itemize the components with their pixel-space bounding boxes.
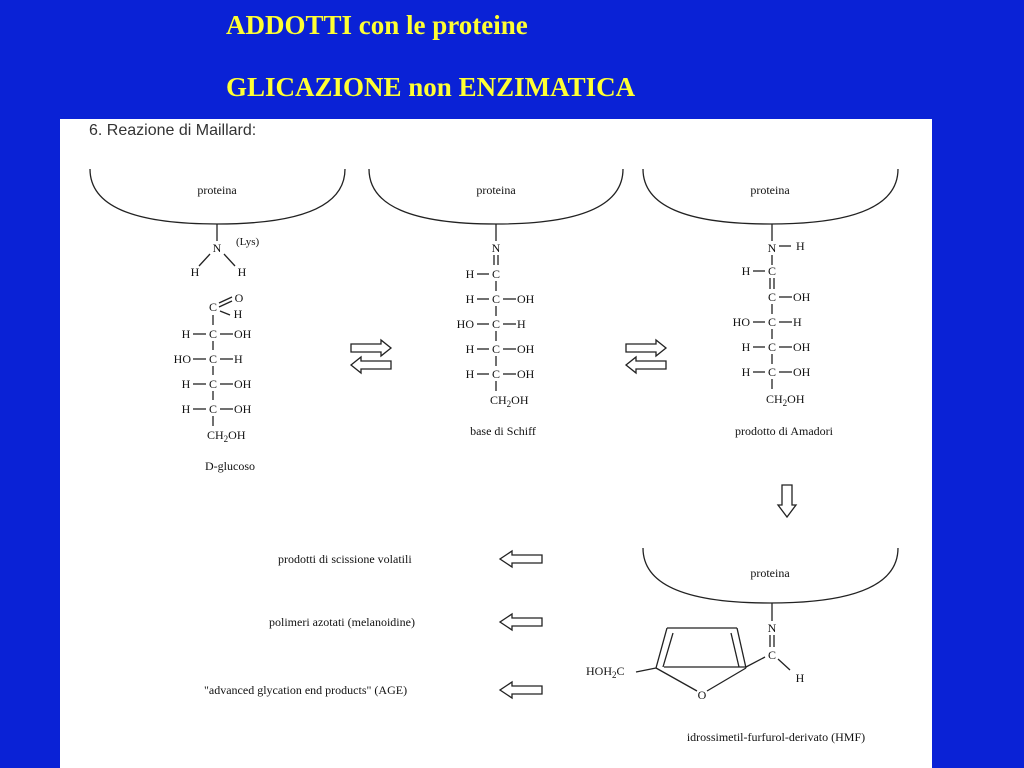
schiff-row4-right: OH: [517, 367, 535, 381]
svg-text:N: N: [492, 241, 501, 255]
glucose-row3-left: H: [182, 377, 191, 391]
svg-text:C: C: [768, 340, 776, 354]
svg-text:CH2OH: CH2OH: [766, 392, 805, 408]
product-item-2: polimeri azotati (melanoidine): [269, 615, 415, 629]
hmf-structure: N C H O HOH2C idrossimetil-furfurol-deri…: [586, 603, 865, 744]
svg-text:H: H: [796, 671, 805, 685]
protein-label-2: proteina: [476, 183, 516, 197]
equilibrium-arrows-2: [624, 338, 668, 375]
svg-text:N: N: [768, 621, 777, 635]
svg-text:H: H: [742, 264, 751, 278]
svg-text:C: C: [492, 292, 500, 306]
protein-arc-3: proteina: [642, 168, 899, 225]
svg-text:C: C: [209, 352, 217, 366]
svg-text:OH: OH: [517, 292, 535, 306]
svg-text:C: C: [492, 367, 500, 381]
protein-arc-4: proteina: [642, 547, 899, 604]
svg-text:C: C: [768, 290, 776, 304]
schiff-row4-left: H: [466, 367, 475, 381]
svg-text:OH: OH: [793, 340, 811, 354]
schiff-row2-right: H: [517, 317, 526, 331]
svg-text:C: C: [492, 317, 500, 331]
left-arrow-3: [498, 680, 543, 700]
hmf-name: idrossimetil-furfurol-derivato (HMF): [687, 730, 865, 744]
schiff-row3-left: H: [466, 342, 475, 356]
slide-title-line2: GLICAZIONE non ENZIMATICA: [226, 72, 636, 102]
svg-text:C: C: [768, 648, 776, 662]
glucose-row3-right: OH: [234, 377, 252, 391]
svg-text:H: H: [191, 265, 200, 279]
svg-text:C: C: [209, 377, 217, 391]
svg-text:H: H: [796, 239, 805, 253]
svg-text:C: C: [492, 342, 500, 356]
svg-text:H: H: [466, 292, 475, 306]
svg-text:H: H: [238, 265, 247, 279]
svg-text:H: H: [742, 340, 751, 354]
svg-text:N: N: [768, 241, 777, 255]
amadori-structure: N H H C C OH HO C H H C OH H C OH CH2OH …: [733, 224, 834, 438]
protein-label-4: proteina: [750, 566, 790, 580]
schiff-base-structure: N H C H C OH HO C H H C OH H C OH CH2OH …: [457, 224, 536, 438]
svg-text:C: C: [209, 327, 217, 341]
protein-label-3: proteina: [750, 183, 790, 197]
left-arrow-1: [498, 549, 543, 569]
glucose-row2-right: H: [234, 352, 243, 366]
svg-text:C: C: [492, 267, 500, 281]
protein-arc-1: proteina: [89, 168, 346, 225]
schiff-row2-left: HO: [457, 317, 475, 331]
svg-text:N: N: [213, 241, 222, 255]
svg-text:H: H: [466, 267, 475, 281]
glucose-aldehyde-h: H: [234, 307, 243, 321]
glucose-structure: C O H H C OH HO C H H C OH H C OH CH2OH …: [174, 291, 255, 473]
glucose-row4-left: H: [182, 402, 191, 416]
glucose-aldehyde-o: O: [235, 291, 244, 305]
svg-text:C: C: [209, 402, 217, 416]
svg-text:HOH2C: HOH2C: [586, 664, 625, 680]
svg-text:HO: HO: [733, 315, 751, 329]
equilibrium-arrows-1: [349, 338, 393, 375]
product-item-1: prodotti di scissione volatili: [278, 552, 412, 566]
svg-text:OH: OH: [793, 365, 811, 379]
svg-text:C: C: [768, 365, 776, 379]
protein-arc-2: proteina: [368, 168, 624, 225]
schiff-row3-right: OH: [517, 342, 535, 356]
products-list: prodotti di scissione volatili polimeri …: [204, 549, 543, 700]
down-arrow: [776, 484, 798, 519]
figure-heading: 6. Reazione di Maillard:: [89, 122, 256, 139]
maillard-diagram: 6. Reazione di Maillard: proteina N (Lys…: [89, 122, 899, 744]
left-arrow-2: [498, 612, 543, 632]
slide-title-line1: ADDOTTI con le proteine: [226, 10, 528, 40]
product-item-3: "advanced glycation end products" (AGE): [204, 683, 407, 697]
svg-text:C: C: [209, 300, 217, 314]
glucose-row4-right: OH: [234, 402, 252, 416]
schiff-name: base di Schiff: [470, 424, 536, 438]
glucose-row1-right: OH: [234, 327, 252, 341]
schiff-terminal: CH2OH: [490, 393, 529, 409]
protein-label-1: proteina: [197, 183, 237, 197]
glucose-row2-left: HO: [174, 352, 192, 366]
amadori-name: prodotto di Amadori: [735, 424, 834, 438]
svg-text:H: H: [742, 365, 751, 379]
svg-text:OH: OH: [793, 290, 811, 304]
hmf-ring-o: O: [698, 688, 707, 702]
svg-text:C: C: [768, 264, 776, 278]
svg-text:C: C: [768, 315, 776, 329]
lys-label: (Lys): [236, 236, 260, 248]
glucose-terminal: CH2OH: [207, 428, 246, 444]
glucose-row1-left: H: [182, 327, 191, 341]
glucose-name: D-glucoso: [205, 459, 255, 473]
maillard-figure: 6. Reazione di Maillard: proteina N (Lys…: [60, 119, 932, 768]
svg-text:H: H: [793, 315, 802, 329]
